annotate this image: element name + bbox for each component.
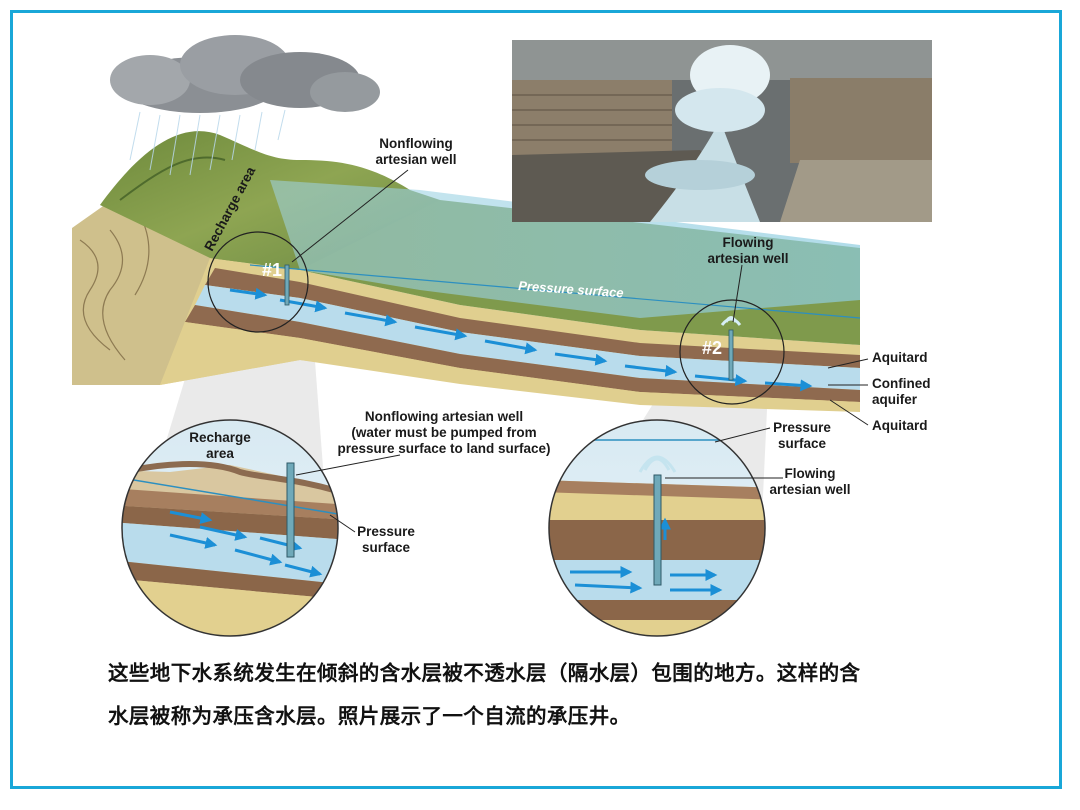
label-nonflowing-line2: artesian well <box>375 152 456 167</box>
label-aquitard-upper: Aquitard <box>872 350 928 365</box>
inset2-label-pressure-line1: Pressure <box>773 420 831 435</box>
label-confined-line1: Confined <box>872 376 931 391</box>
inset2-label-pressure-line2: surface <box>778 436 827 451</box>
label-confined-line2: aquifer <box>872 392 918 407</box>
inset2-label-flowing-line2: artesian well <box>769 482 850 497</box>
caption: 这些地下水系统发生在倾斜的含水层被不透水层（隔水层）包围的地方。这样的含 水层被… <box>108 652 988 738</box>
label-aquitard-lower: Aquitard <box>872 418 928 433</box>
marker-1: #1 <box>262 260 282 280</box>
label-flowing-line1: Flowing <box>723 235 774 250</box>
label-nonflowing-line1: Nonflowing <box>379 136 452 151</box>
label-flowing-line2: artesian well <box>707 251 788 266</box>
flowing-well-photo <box>512 40 932 222</box>
inset1-title-line1: Nonflowing artesian well <box>365 409 523 424</box>
inset1-title-line3: pressure surface to land surface) <box>337 441 550 456</box>
inset1-label-recharge-line2: area <box>206 446 234 461</box>
caption-line-1: 这些地下水系统发生在倾斜的含水层被不透水层（隔水层）包围的地方。这样的含 <box>108 652 988 695</box>
inset2-label-flowing-line1: Flowing <box>785 466 836 481</box>
inset1-title-line2: (water must be pumped from <box>351 425 536 440</box>
caption-line-2: 水层被称为承压含水层。照片展示了一个自流的承压井。 <box>108 695 988 738</box>
artesian-system-diagram: Nonflowing artesian well Recharge area #… <box>0 0 1080 640</box>
inset1-label-pressure-line2: surface <box>362 540 411 555</box>
marker-2: #2 <box>702 338 722 358</box>
inset1-label-recharge-line1: Recharge <box>189 430 251 445</box>
inset1-label-pressure-line1: Pressure <box>357 524 415 539</box>
